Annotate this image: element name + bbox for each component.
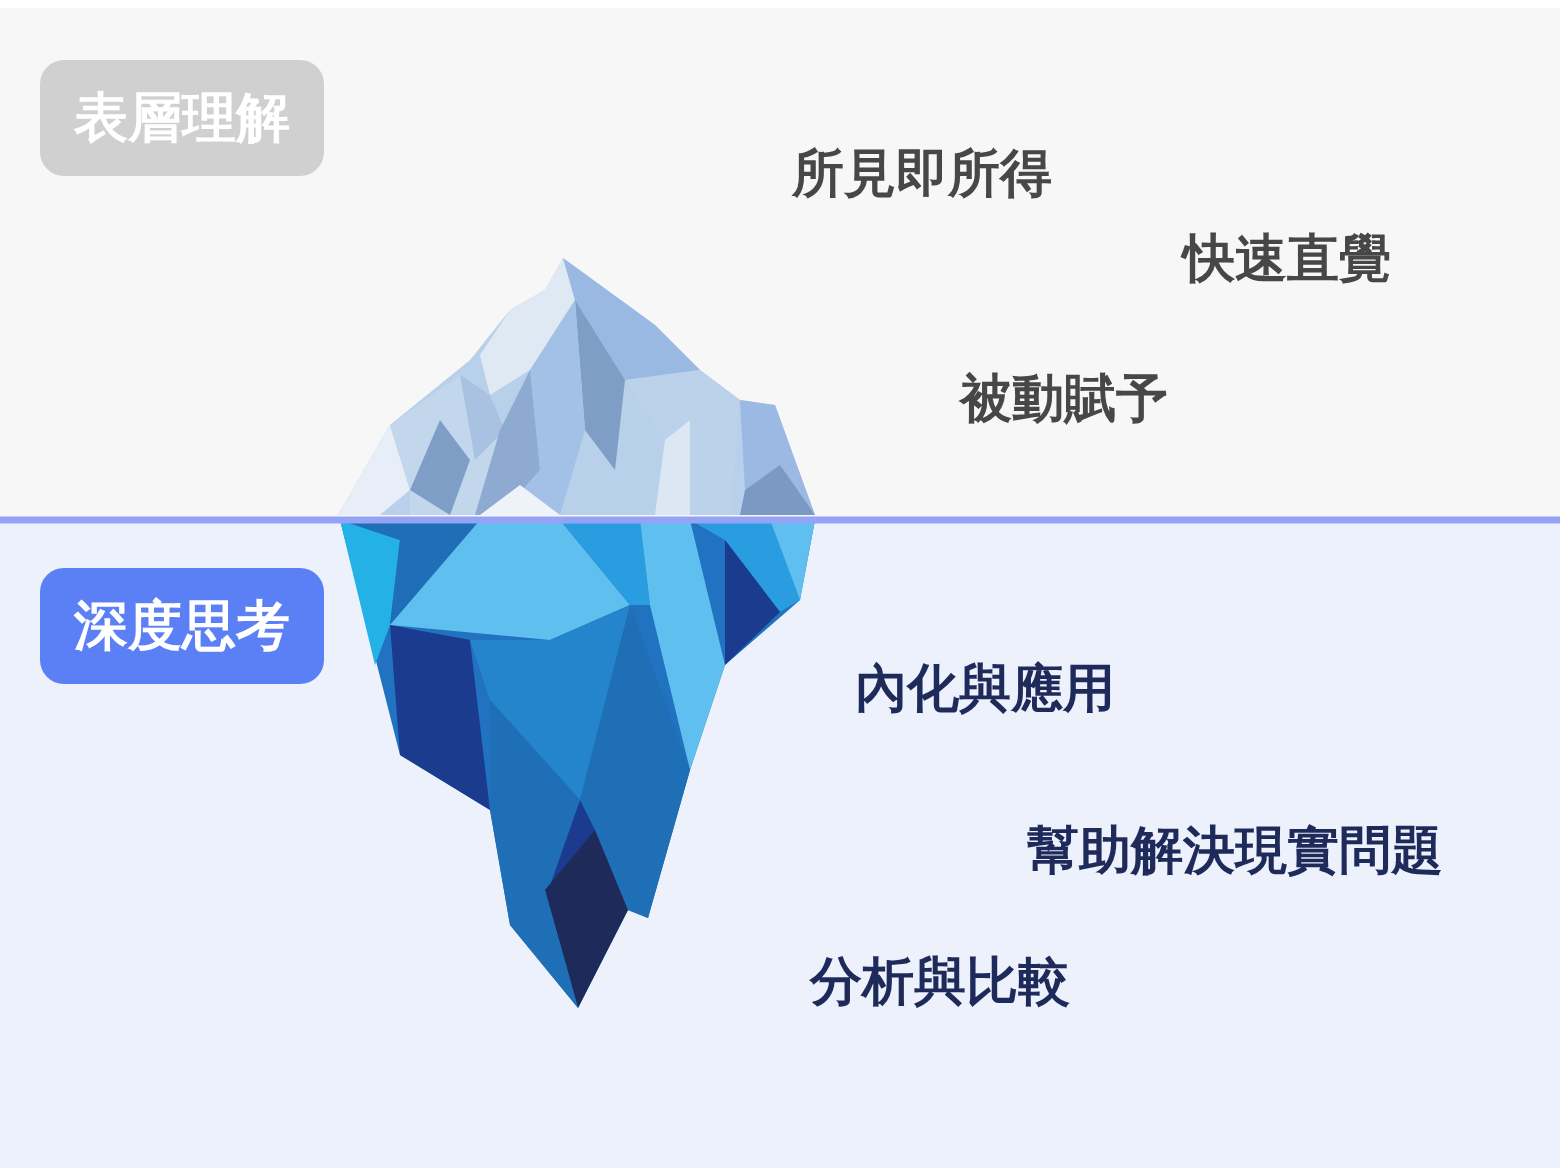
keyword-label: 分析與比較 (810, 953, 1070, 1010)
keyword-label: 快速直覺 (1183, 230, 1391, 287)
section-badge: 深度思考 (40, 568, 324, 684)
section-badge: 表層理解 (40, 60, 324, 176)
keyword-label: 內化與應用 (855, 660, 1115, 717)
keyword-label: 所見即所得 (792, 145, 1052, 202)
badge-text: 表層理解 (74, 82, 290, 155)
keyword-label: 被動賦予 (960, 370, 1168, 427)
keyword-label: 幫助解決現實問題 (1027, 822, 1443, 879)
badge-text: 深度思考 (74, 590, 290, 663)
